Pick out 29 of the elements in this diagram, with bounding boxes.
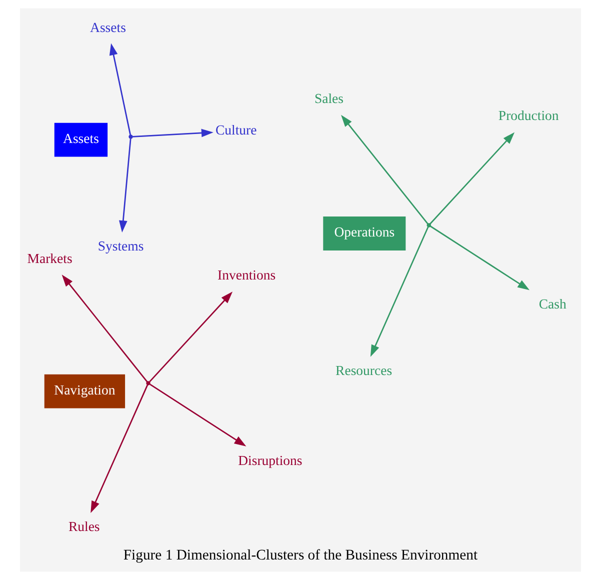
- node-box: Assets: [54, 122, 108, 157]
- node-text: Assets: [90, 20, 126, 35]
- node-box: Operations: [322, 216, 406, 250]
- arrow: [370, 226, 428, 357]
- node-text: Cash: [538, 296, 566, 312]
- arrow: [132, 128, 213, 138]
- arrow: [340, 114, 428, 224]
- node-box: Navigation: [44, 374, 125, 408]
- node-text: Resources: [335, 362, 392, 378]
- arrow: [149, 384, 246, 446]
- arrow: [108, 43, 131, 136]
- node-point: [426, 223, 430, 228]
- arrow: [148, 292, 232, 382]
- node-point: [146, 381, 150, 386]
- arrow: [429, 132, 514, 224]
- node-text: Systems: [97, 238, 144, 254]
- node-text: Inventions: [217, 268, 276, 283]
- node-text: Disruptions: [238, 453, 302, 468]
- arrow: [90, 384, 148, 514]
- node-text: Sales: [314, 91, 344, 106]
- node-text: Markets: [26, 250, 72, 266]
- node-text: Culture: [214, 122, 256, 138]
- caption: Figure 1 Dimensional-Clusters of the Business Environment: [122, 548, 478, 564]
- node-point: [128, 134, 132, 139]
- arrow: [118, 138, 131, 233]
- arrow: [61, 274, 148, 382]
- node-text: Rules: [68, 518, 100, 534]
- arrow: [429, 226, 530, 290]
- node-text: Production: [498, 108, 558, 124]
